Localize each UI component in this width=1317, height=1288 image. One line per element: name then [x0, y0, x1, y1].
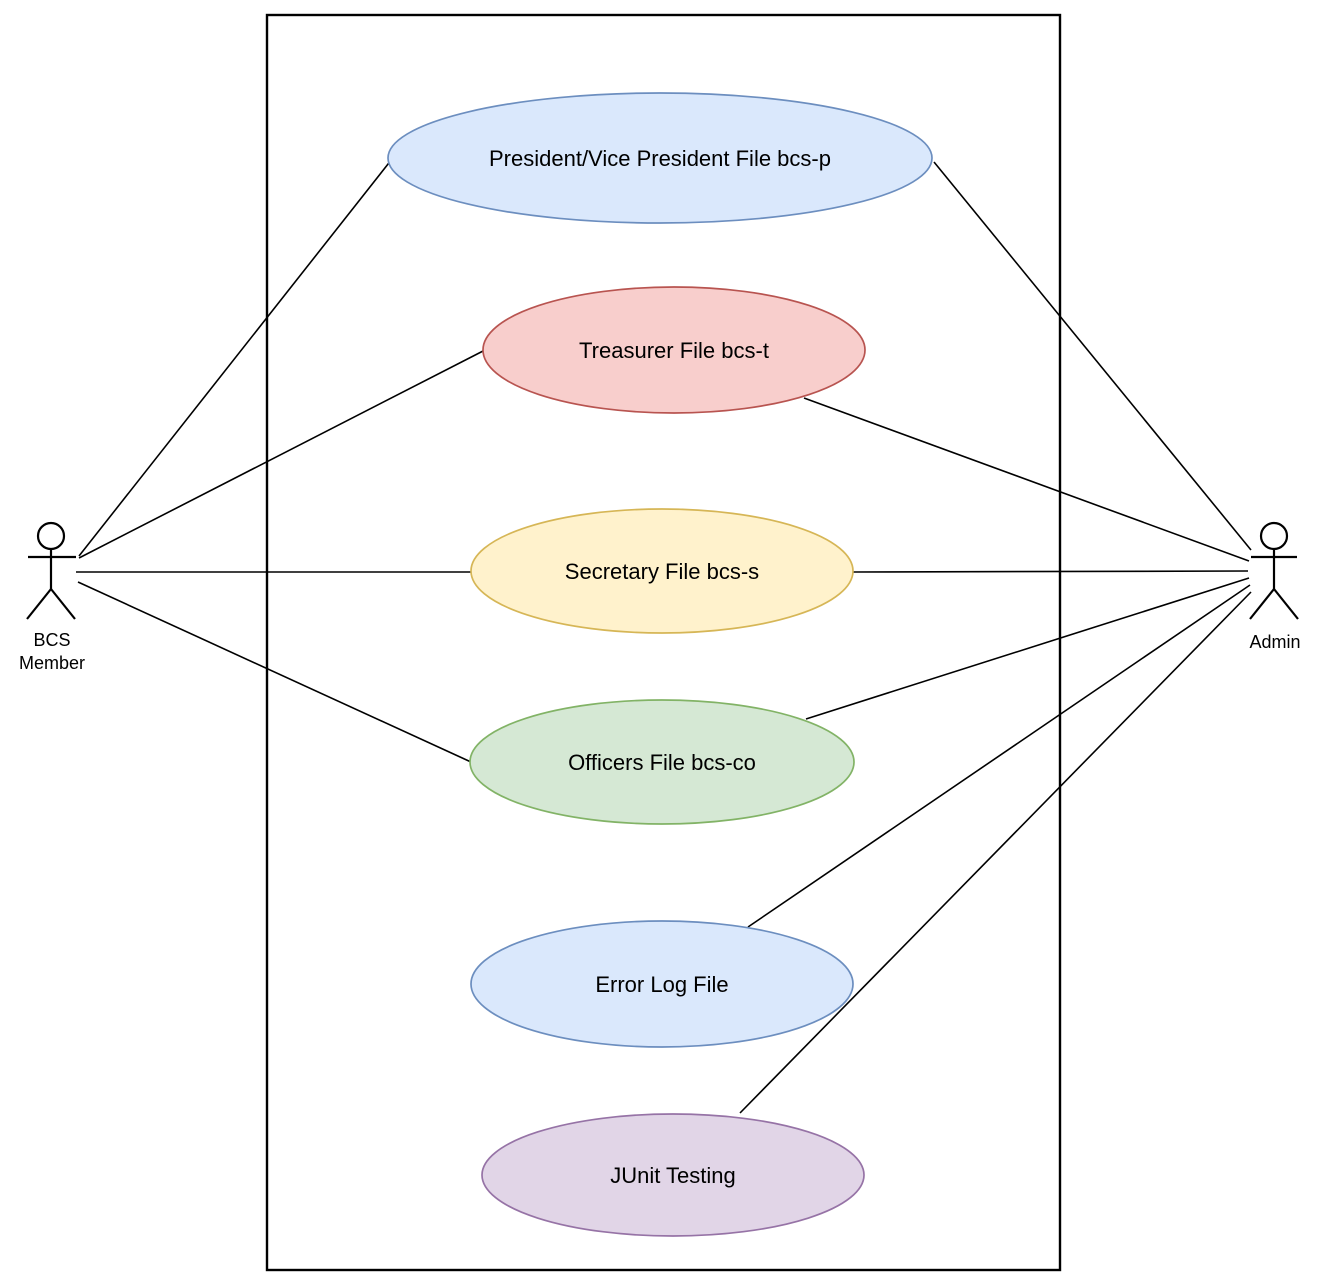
use-case-officers-ellipse — [469, 699, 855, 825]
actor-leg-right — [1273, 588, 1299, 620]
actor-head — [36, 521, 66, 551]
actor-admin: Admin — [1249, 521, 1301, 652]
use-case-secretary-label: Secretary File bcs-s — [565, 559, 759, 584]
use-case-junit-label: JUnit Testing — [610, 1163, 736, 1188]
use-case-treasurer-ellipse — [482, 286, 866, 414]
use-case-president-ellipse — [387, 92, 933, 224]
system-boundary — [265, 13, 1062, 1272]
associations — [76, 158, 1252, 1114]
association-admin-treasurer — [803, 397, 1250, 562]
actor-admin-label: Admin — [1249, 632, 1300, 652]
use-case-error-log-ellipse — [470, 920, 854, 1048]
actor-leg-left — [26, 588, 52, 620]
actor-head — [1259, 521, 1289, 551]
association-member-treasurer — [78, 349, 486, 559]
stick-figure-icon — [1249, 521, 1299, 620]
use-case-error-log-label: Error Log File — [595, 972, 728, 997]
actor-bcs-member-label-line1: BCS — [33, 630, 70, 650]
use-case-treasurer: Treasurer File bcs-t — [482, 286, 866, 414]
actor-leg-right — [50, 588, 76, 620]
association-admin-officers — [805, 577, 1250, 720]
association-member-officers — [77, 581, 472, 763]
actor-bcs-member: BCS Member — [19, 521, 85, 673]
use-case-officers: Officers File bcs-co — [469, 699, 855, 825]
actor-leg-left — [1249, 588, 1275, 620]
association-member-president — [78, 158, 393, 557]
use-case-junit: JUnit Testing — [481, 1113, 865, 1237]
use-case-error-log: Error Log File — [470, 920, 854, 1048]
use-case-junit-ellipse — [481, 1113, 865, 1237]
actor-bcs-member-label-line2: Member — [19, 653, 85, 673]
association-admin-errorlog — [747, 584, 1251, 928]
stick-figure-icon — [26, 521, 76, 620]
use-case-treasurer-label: Treasurer File bcs-t — [579, 338, 769, 363]
use-case-president-label: President/Vice President File bcs-p — [489, 146, 831, 171]
association-admin-president — [933, 161, 1252, 551]
use-case-officers-label: Officers File bcs-co — [568, 750, 756, 775]
use-case-president: President/Vice President File bcs-p — [387, 92, 933, 224]
use-case-secretary: Secretary File bcs-s — [470, 508, 854, 634]
association-admin-junit — [739, 591, 1252, 1114]
association-admin-secretary — [851, 570, 1249, 573]
use-case-secretary-ellipse — [470, 508, 854, 634]
